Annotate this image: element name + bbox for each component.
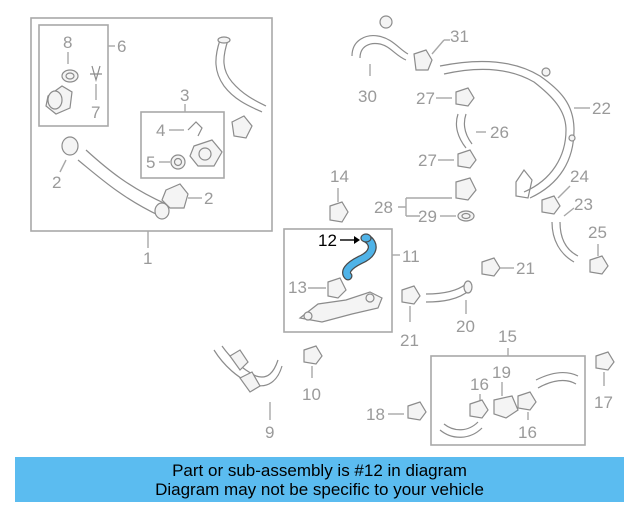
callout-19: 19 [492,363,511,382]
callout-14: 14 [330,167,349,186]
callout-28: 28 [374,198,393,217]
callout-18: 18 [366,405,385,424]
connector-part-16b [517,391,537,411]
banner-line-2: Diagram may not be specific to your vehi… [155,479,484,499]
callout-1: 1 [143,249,152,268]
callout-20: 20 [456,317,475,336]
connector-part-10 [303,345,323,365]
callout-13: 13 [288,278,307,297]
coolant-pipe-assembly [298,291,383,323]
callout-3: 3 [180,86,189,105]
connector-part-27b [457,149,477,169]
hose-part-23 [551,221,579,263]
bracket-part-4 [187,121,203,137]
connector-part-24 [541,195,561,215]
callout-21-right: 21 [516,259,535,278]
highlighted-hose-part-12 [342,233,377,281]
callout-27-top: 27 [416,89,435,108]
hose-part-20 [425,280,473,303]
callout-8: 8 [63,33,72,52]
hose-part-lower [439,421,483,438]
assembly-box-11 [283,228,393,333]
hose-part-9 [213,345,283,393]
callout-30: 30 [358,87,377,106]
clip-part-7 [90,65,102,83]
callout-26: 26 [490,123,509,142]
bracket-part [515,168,533,199]
hose-part-30 [351,15,409,61]
callout-16-left: 16 [470,375,489,394]
assembly-box-3 [140,111,225,179]
callout-11: 11 [402,247,420,266]
banner-line-1: Part or sub-assembly is #12 in diagram [172,460,467,480]
connector-part-25 [589,255,609,275]
callout-25: 25 [588,223,607,242]
assembly-box-6 [38,24,109,127]
callout-7: 7 [91,103,100,122]
callout-9: 9 [265,423,274,442]
callout-22: 22 [592,99,611,118]
flange-part-2 [161,183,189,209]
callout-5: 5 [146,153,155,172]
connector-part-21-left [401,285,421,305]
hose-part-15 [535,371,579,389]
o-ring-part-29 [457,210,475,222]
hose-part-26 [455,113,473,149]
connector-part-18 [407,401,427,421]
connector-part-17 [595,351,615,371]
connector-part [231,115,253,139]
long-pipe-part-22 [439,60,576,199]
callout-6: 6 [117,37,126,56]
callout-15: 15 [498,327,517,346]
connector-part-27a [455,87,475,107]
connector-part-14 [329,201,349,223]
callout-12: 12 [318,231,337,250]
parts-diagram: 1 6 8 7 3 4 5 2 2 [30,15,615,446]
flange-part [45,85,73,115]
sensor-part-28 [455,177,477,201]
o-ring-part-8 [61,69,79,83]
diagram-notice-banner: Part or sub-assembly is #12 in diagram D… [15,457,624,502]
connector-part-31 [413,49,433,71]
callout-21-left: 21 [400,331,419,350]
vent-hose-part [215,36,267,113]
callout-31: 31 [450,27,469,46]
connector-part-21-right [481,257,501,277]
callout-16-right: 16 [518,423,537,442]
flange-part-13 [327,277,347,299]
connector-part-16 [469,399,489,419]
callout-29: 29 [418,207,437,226]
coolant-hose-part-1 [61,136,170,220]
valve-part-3 [189,139,223,167]
callout-4: 4 [156,121,165,140]
callout-23: 23 [574,195,593,214]
o-ring-part-5 [170,154,186,170]
callout-24: 24 [570,167,589,186]
thermostat-part-19 [493,395,519,419]
callout-17: 17 [594,393,613,412]
assembly-box-1 [30,17,273,232]
callout-2-right: 2 [204,189,213,208]
callout-27-mid: 27 [418,151,437,170]
callout-10: 10 [302,385,321,404]
callout-2-left: 2 [52,173,61,192]
